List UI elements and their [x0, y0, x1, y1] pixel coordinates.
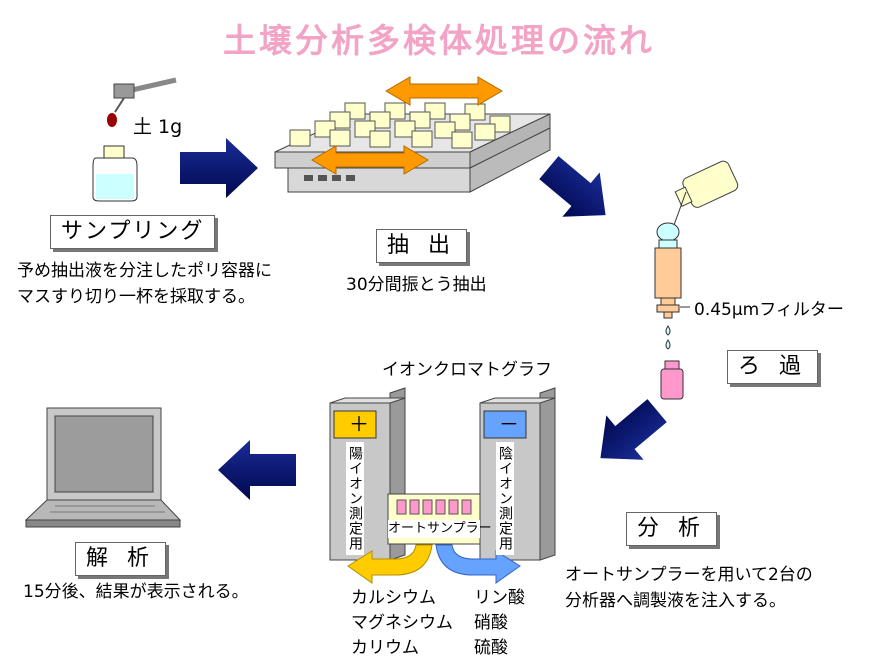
shake-arrow-top — [385, 76, 503, 106]
sampling-desc-line-2: マスすり切り一杯を採取する。 — [17, 287, 255, 307]
autosampler-label: オートサンプラー — [388, 520, 492, 538]
stage-analysis-label: 分 析 — [626, 512, 717, 546]
stage-extraction-label: 抽 出 — [376, 229, 467, 263]
arrow-extraction-to-filtration — [539, 156, 606, 217]
arrow-sampling-to-extraction — [180, 138, 258, 198]
cation-item-3: カリウム — [351, 638, 419, 658]
sampling-desc-line-1: 予め抽出液を分注したポリ容器に — [17, 261, 272, 281]
anion-sign: － — [499, 412, 519, 436]
anion-item-3: 硫酸 — [474, 638, 508, 658]
evaluation-desc: 15分後、結果が表示される。 — [23, 582, 249, 602]
cation-item-1: カルシウム — [351, 588, 436, 608]
shake-arrow-bottom — [311, 145, 429, 175]
filter-label: 0.45μmフィルター — [694, 300, 844, 320]
stage-evaluation-label: 解 析 — [75, 542, 166, 576]
analysis-desc-line-2: 分析器へ調製液を注入する。 — [565, 591, 786, 611]
scoop-icon — [107, 77, 177, 127]
cation-sign: ＋ — [349, 412, 369, 436]
arrow-filtration-to-analysis — [600, 399, 667, 460]
cation-analyzer-label: 陽イオン測定用 — [346, 442, 364, 555]
soil-amount-label: 土 1g — [133, 116, 183, 138]
stage-sampling-label: サンプリング — [50, 215, 216, 249]
analysis-desc-line-1: オートサンプラーを用いて2台の — [565, 565, 813, 585]
extraction-desc: 30分間振とう抽出 — [346, 275, 487, 295]
stage-filtration-label: ろ 過 — [727, 350, 818, 384]
chromatograph-title: イオンクロマトグラフ — [382, 360, 552, 380]
cation-item-2: マグネシウム — [351, 613, 453, 633]
pour-bottle-icon — [673, 160, 739, 226]
laptop-icon — [24, 407, 182, 528]
sampling-bottle-icon — [92, 145, 138, 202]
syringe-filter-icon — [654, 222, 690, 350]
arrow-analysis-to-evaluation — [218, 440, 296, 500]
cation-flow-arrow — [347, 544, 433, 584]
vial-icon — [660, 360, 684, 400]
anion-item-1: リン酸 — [474, 588, 525, 608]
anion-analyzer-label: 陰イオン測定用 — [496, 442, 514, 555]
anion-item-2: 硝酸 — [474, 613, 508, 633]
shaker-bottles — [289, 102, 511, 149]
page-title: 土壌分析多検体処理の流れ — [223, 21, 655, 60]
